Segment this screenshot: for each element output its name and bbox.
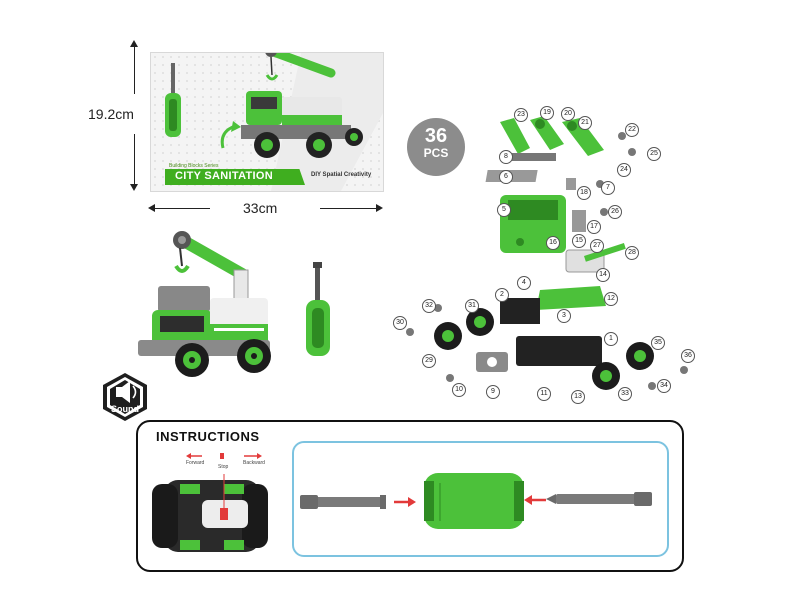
screwdriver-image xyxy=(306,262,330,356)
forward-label: Forward xyxy=(186,460,205,466)
product-box: 3+ Building Blocks Series CITY SANITATIO… xyxy=(150,52,384,192)
backward-label: Backward xyxy=(243,460,265,466)
height-line-top xyxy=(134,46,135,94)
height-line-bottom xyxy=(134,134,135,186)
part-number: 23 xyxy=(514,108,528,122)
part-number: 31 xyxy=(465,299,479,313)
part-number: 5 xyxy=(497,203,511,217)
part-number: 15 xyxy=(572,234,586,248)
sound-label: Sound xyxy=(111,404,139,414)
part-number: 6 xyxy=(499,170,513,184)
width-line-right xyxy=(320,208,376,209)
box-title: CITY SANITATION xyxy=(175,170,273,182)
part-number: 29 xyxy=(422,354,436,368)
part-number: 17 xyxy=(587,220,601,234)
height-dimension: 19.2cm xyxy=(88,106,134,122)
box-truck-illustration xyxy=(165,53,383,191)
truck-underside-image xyxy=(152,474,268,552)
part-number: 34 xyxy=(657,379,671,393)
part-number: 25 xyxy=(647,147,661,161)
width-arrow-right-icon xyxy=(376,204,383,212)
part-number: 21 xyxy=(578,116,592,130)
exploded-parts-diagram xyxy=(406,116,688,390)
width-line-left xyxy=(154,208,210,209)
part-number: 16 xyxy=(546,236,560,250)
assembled-truck-image xyxy=(138,231,271,377)
part-number: 36 xyxy=(681,349,695,363)
width-arrow-left-icon xyxy=(148,204,155,212)
height-arrow-bottom-icon xyxy=(130,184,138,191)
part-number: 35 xyxy=(651,336,665,350)
width-dimension: 33cm xyxy=(243,200,278,216)
box-title-banner xyxy=(165,169,305,185)
part-number: 2 xyxy=(495,288,509,302)
part-number: 28 xyxy=(625,246,639,260)
part-number: 14 xyxy=(596,268,610,282)
height-arrow-top-icon xyxy=(130,40,138,47)
bit-swap-illustration xyxy=(300,473,652,529)
part-number: 30 xyxy=(393,316,407,330)
part-number: 32 xyxy=(422,299,436,313)
part-number: 19 xyxy=(540,106,554,120)
stop-label: Stop xyxy=(218,464,229,470)
part-number: 3 xyxy=(557,309,571,323)
box-brand: DIY Spatial Creativity xyxy=(311,172,372,178)
part-number: 33 xyxy=(618,387,632,401)
part-number: 1 xyxy=(604,332,618,346)
part-number: 18 xyxy=(577,186,591,200)
piece-count: 36 xyxy=(424,125,448,147)
box-series-label: Building Blocks Series xyxy=(169,163,219,169)
part-number: 9 xyxy=(486,385,500,399)
part-number: 26 xyxy=(608,205,622,219)
part-number: 11 xyxy=(537,387,551,401)
part-number: 22 xyxy=(625,123,639,137)
sound-badge-icon xyxy=(103,373,147,421)
piece-count-unit: PCS xyxy=(423,146,449,160)
part-number: 10 xyxy=(452,383,466,397)
piece-count-badge: 36 PCS xyxy=(407,118,465,176)
part-number: 20 xyxy=(561,107,575,121)
direction-arrows-icon xyxy=(186,453,262,459)
part-number: 27 xyxy=(590,239,604,253)
part-number: 7 xyxy=(601,181,615,195)
part-number: 24 xyxy=(617,163,631,177)
part-number: 13 xyxy=(571,390,585,404)
part-number: 4 xyxy=(517,276,531,290)
instructions-title: INSTRUCTIONS xyxy=(156,429,260,444)
part-number: 8 xyxy=(499,150,513,164)
part-number: 12 xyxy=(604,292,618,306)
bit-swap-panel xyxy=(292,441,669,557)
